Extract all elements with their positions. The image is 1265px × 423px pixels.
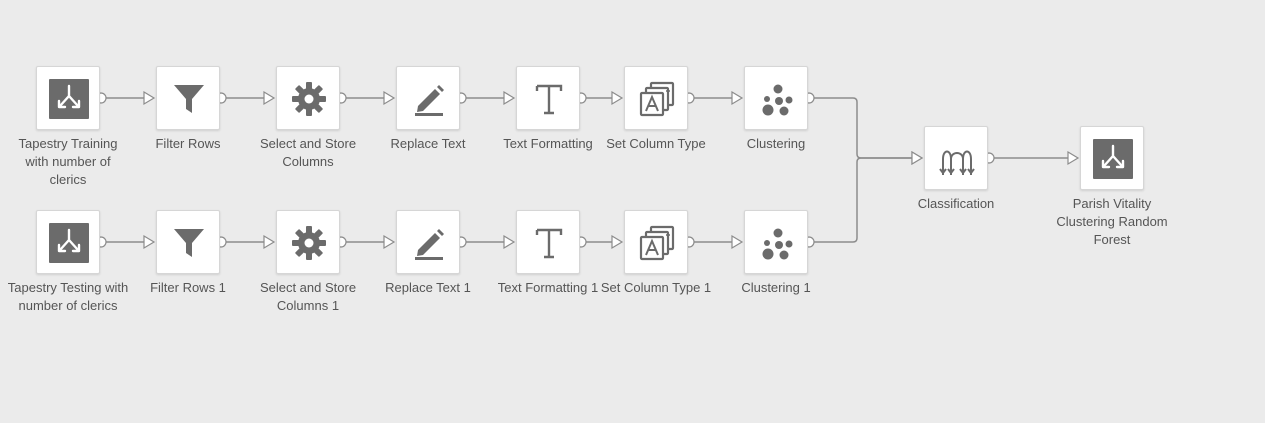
column-type-icon xyxy=(637,79,677,119)
node-tapestry-testing[interactable] xyxy=(36,210,100,274)
node-label: Set Column Type 1 xyxy=(600,280,712,295)
node-label: Classification xyxy=(917,196,995,211)
node-label: Select and Store Columns xyxy=(259,136,357,169)
input-arrow xyxy=(503,234,516,250)
dataset-icon xyxy=(49,223,89,263)
node-label: Clustering xyxy=(746,136,806,151)
node-label: Tapestry Testing with number of clerics xyxy=(7,280,129,313)
node-label: Replace Text xyxy=(390,136,466,151)
input-arrow xyxy=(1067,150,1080,166)
node-select-store-columns[interactable] xyxy=(276,66,340,130)
node-clustering[interactable] xyxy=(744,66,808,130)
gear-icon xyxy=(289,79,329,119)
node-select-store-columns-1[interactable] xyxy=(276,210,340,274)
dataset-icon xyxy=(1093,139,1133,179)
node-label: Text Formatting xyxy=(503,136,593,151)
input-arrow xyxy=(383,234,396,250)
node-classification[interactable] xyxy=(924,126,988,190)
node-text-formatting[interactable] xyxy=(516,66,580,130)
node-label: Replace Text 1 xyxy=(385,280,471,295)
input-arrow xyxy=(611,234,624,250)
text-t-icon xyxy=(529,79,569,119)
node-label: Set Column Type xyxy=(606,136,706,151)
input-arrow xyxy=(731,90,744,106)
funnel-icon xyxy=(169,223,209,263)
node-label: Select and Store Columns 1 xyxy=(259,280,357,313)
input-arrow xyxy=(263,90,276,106)
input-arrow xyxy=(143,90,156,106)
gear-icon xyxy=(289,223,329,263)
node-tapestry-training[interactable] xyxy=(36,66,100,130)
pencil-icon xyxy=(409,79,449,119)
input-arrow xyxy=(383,90,396,106)
node-parish-vitality[interactable] xyxy=(1080,126,1144,190)
node-clustering-1[interactable] xyxy=(744,210,808,274)
input-arrow xyxy=(911,150,924,166)
input-arrow xyxy=(503,90,516,106)
node-label: Tapestry Training with number of clerics xyxy=(18,136,118,187)
pencil-icon xyxy=(409,223,449,263)
node-replace-text-1[interactable] xyxy=(396,210,460,274)
node-filter-rows[interactable] xyxy=(156,66,220,130)
node-text-formatting-1[interactable] xyxy=(516,210,580,274)
column-type-icon xyxy=(637,223,677,263)
node-filter-rows-1[interactable] xyxy=(156,210,220,274)
node-set-column-type[interactable] xyxy=(624,66,688,130)
input-arrow xyxy=(143,234,156,250)
connection-wire xyxy=(814,157,913,243)
dataset-icon xyxy=(49,79,89,119)
input-arrow xyxy=(611,90,624,106)
node-label: Parish Vitality Clustering Random Forest xyxy=(1056,196,1168,247)
classification-icon xyxy=(937,139,977,179)
input-arrow xyxy=(731,234,744,250)
input-arrow xyxy=(263,234,276,250)
funnel-icon xyxy=(169,79,209,119)
node-label: Filter Rows 1 xyxy=(150,280,226,295)
cluster-dots-icon xyxy=(757,223,797,263)
node-set-column-type-1[interactable] xyxy=(624,210,688,274)
cluster-dots-icon xyxy=(757,79,797,119)
node-label: Filter Rows xyxy=(155,136,221,151)
node-replace-text[interactable] xyxy=(396,66,460,130)
node-label: Clustering 1 xyxy=(741,280,811,295)
text-t-icon xyxy=(529,223,569,263)
node-label: Text Formatting 1 xyxy=(497,280,599,295)
